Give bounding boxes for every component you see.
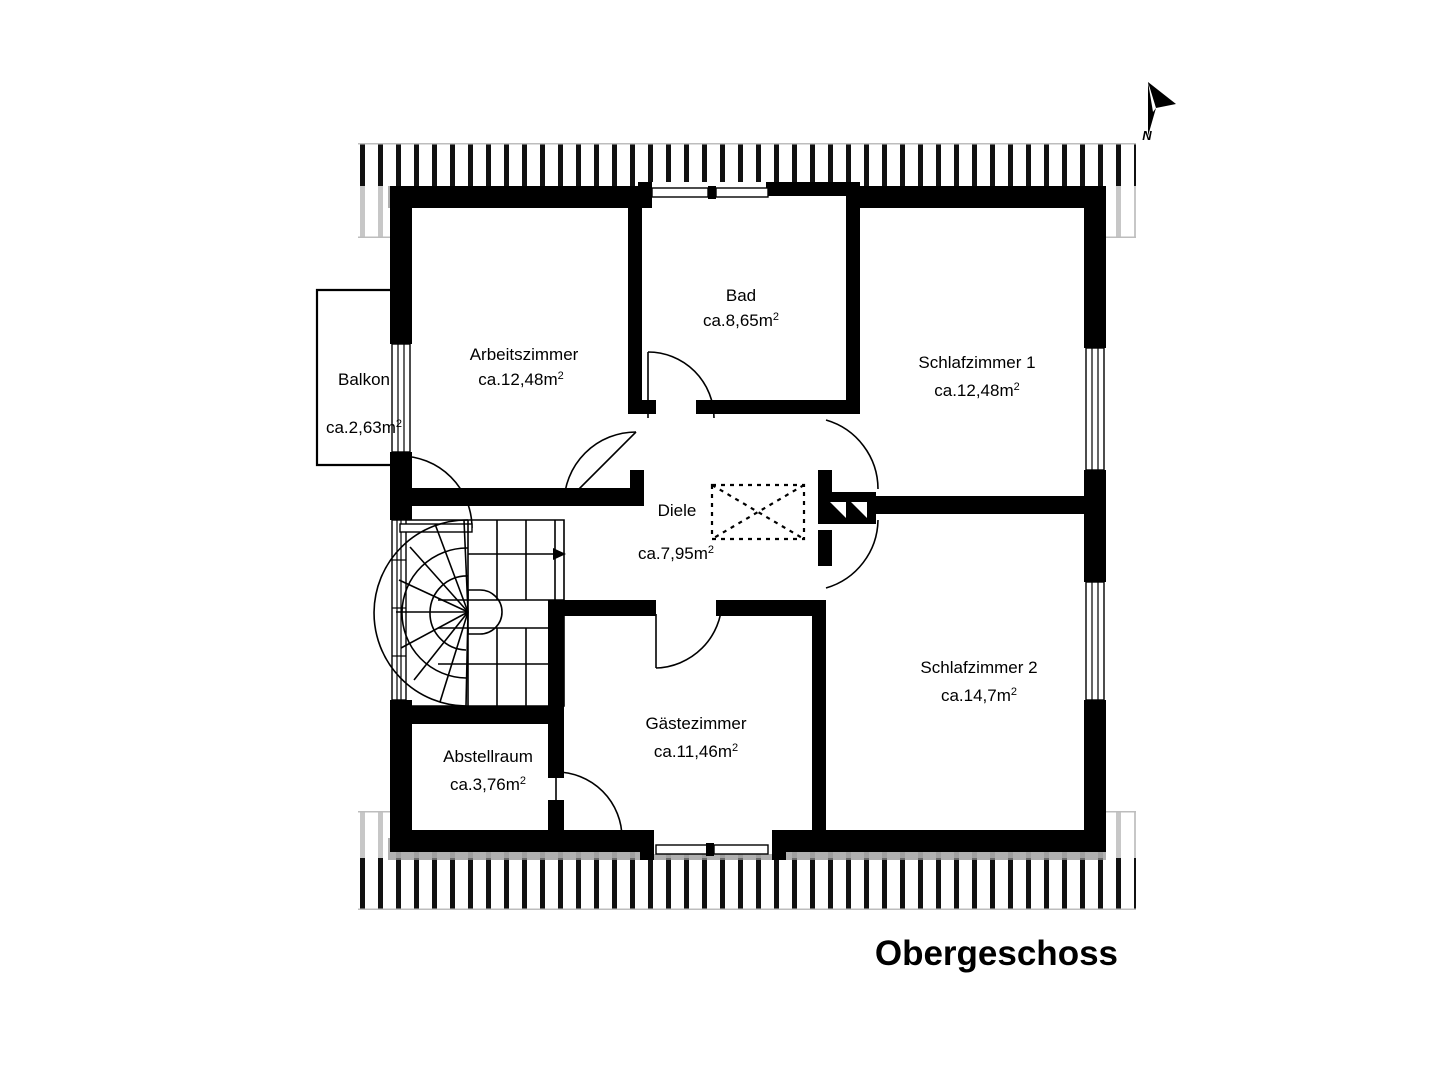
balcony-outline [315, 288, 392, 467]
built-in-closet-symbol [830, 502, 867, 518]
door-abstellraum [555, 771, 623, 839]
room-label-gaestezimmer: Gästezimmer [645, 714, 746, 733]
staircase [373, 519, 566, 707]
room-area-bad: ca.8,65m2 [703, 311, 779, 330]
window-schlafzimmer2-right [1085, 581, 1105, 701]
room-area-abstellraum: ca.3,76m2 [450, 775, 526, 794]
windows [391, 186, 1105, 856]
room-area-schlafzimmer1: ca.12,48m2 [934, 381, 1020, 400]
room-area-diele: ca.7,95m2 [638, 544, 714, 563]
door-schlafzimmer1 [825, 419, 879, 490]
stair-up-arrow [468, 548, 566, 560]
walls [390, 182, 1106, 860]
window-arbeitszimmer-left [391, 343, 411, 453]
page-title: Obergeschoss [875, 934, 1118, 973]
room-area-schlafzimmer2: ca.14,7m2 [941, 686, 1017, 705]
door-schlafzimmer2 [825, 519, 879, 589]
room-label-diele: Diele [658, 501, 697, 520]
room-label-bad: Bad [726, 286, 756, 305]
room-label-schlafzimmer1: Schlafzimmer 1 [918, 353, 1035, 372]
compass-label: N [1142, 128, 1152, 143]
door-bad [647, 351, 715, 419]
window-abstellraum-left [391, 519, 407, 701]
north-arrow-icon [1148, 82, 1176, 136]
window-bad [651, 186, 769, 199]
dashed-shaft-rectangle [710, 483, 806, 541]
window-schlafzimmer1-right [1085, 347, 1105, 471]
room-area-arbeitszimmer: ca.12,48m2 [478, 370, 564, 389]
room-label-balkon: Balkon [338, 370, 390, 389]
door-gaestezimmer [655, 601, 723, 669]
window-gaestezimmer-bottom [655, 843, 769, 856]
door-arbeitszimmer [563, 431, 637, 505]
room-label-schlafzimmer2: Schlafzimmer 2 [920, 658, 1037, 677]
room-area-balkon: ca.2,63m2 [326, 418, 402, 437]
room-area-gaestezimmer: ca.11,46m2 [654, 742, 738, 761]
room-label-arbeitszimmer: Arbeitszimmer [470, 345, 579, 364]
room-label-abstellraum: Abstellraum [443, 747, 533, 766]
